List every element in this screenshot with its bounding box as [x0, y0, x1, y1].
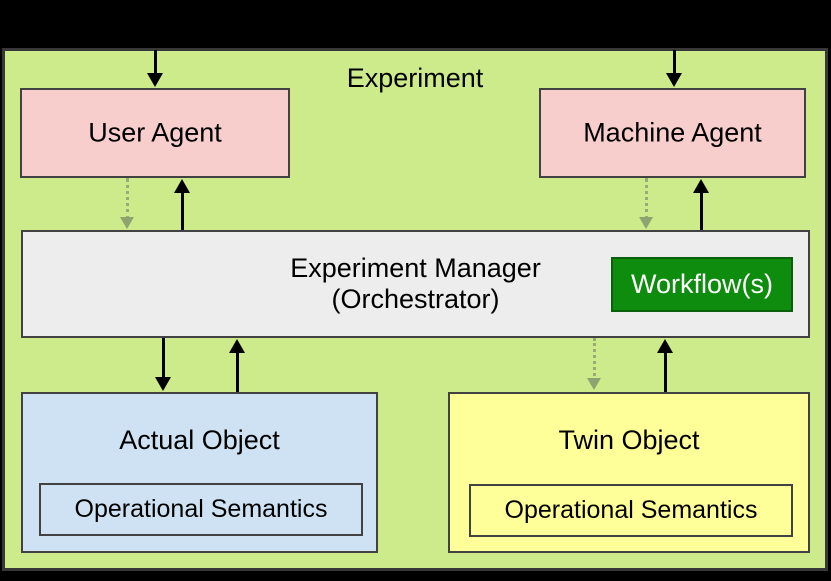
actual-object-node: Actual Object Operational Semantics	[21, 392, 378, 553]
user-agent-label: User Agent	[88, 117, 222, 148]
machine-agent-node: Machine Agent	[539, 88, 806, 178]
actual-operational-semantics-node: Operational Semantics	[39, 483, 363, 536]
user-agent-node: User Agent	[20, 88, 290, 178]
twin-operational-semantics-node: Operational Semantics	[469, 484, 793, 537]
twin-object-node: Twin Object Operational Semantics	[448, 392, 810, 553]
twin-object-label: Twin Object	[558, 425, 700, 455]
workflow-node: Workflow(s)	[611, 257, 793, 312]
experiment-title: Experiment	[346, 63, 484, 93]
actual-object-label: Actual Object	[119, 425, 280, 455]
experiment-manager-label-line1: Experiment Manager	[290, 253, 541, 283]
experiment-manager-label: Experiment Manager (Orchestrator)	[23, 253, 808, 315]
experiment-manager-label-line2: (Orchestrator)	[331, 284, 500, 314]
machine-agent-label: Machine Agent	[583, 117, 762, 148]
